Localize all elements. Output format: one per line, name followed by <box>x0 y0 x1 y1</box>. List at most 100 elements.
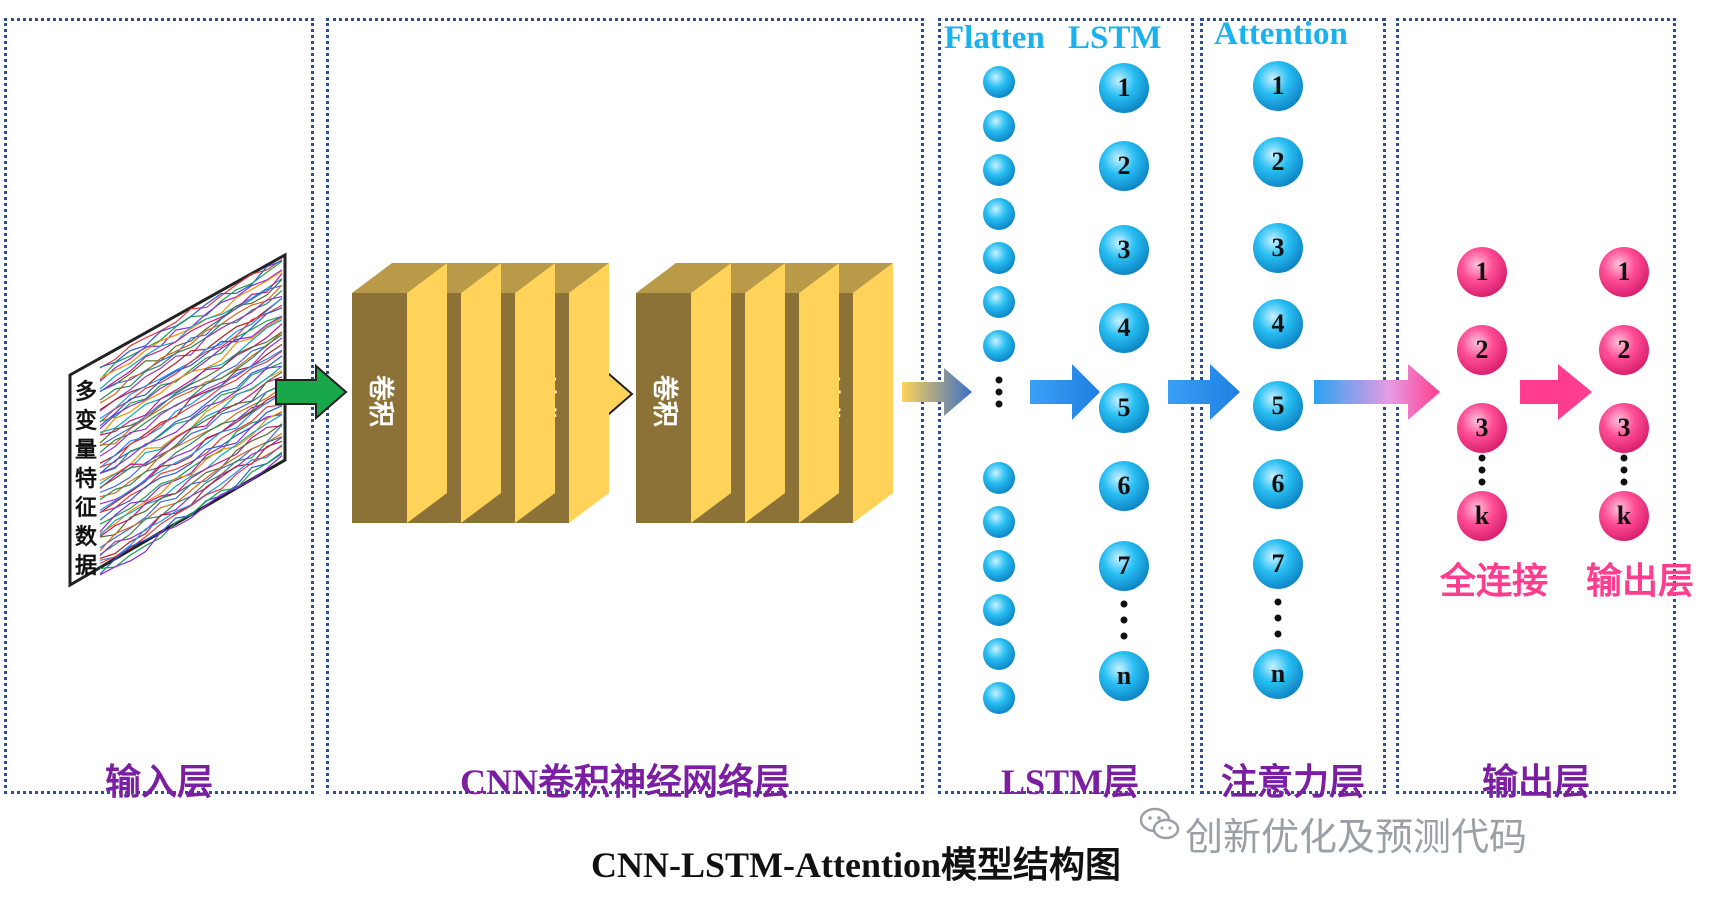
data-line <box>99 315 283 422</box>
flatten-to-lstm-arrow <box>1030 364 1100 420</box>
network-node: k <box>1599 491 1649 541</box>
node-label: 2 <box>1118 151 1131 180</box>
output-layer-panel: 输出层 <box>1396 18 1676 802</box>
network-node: 5 <box>1099 383 1149 433</box>
node-label: 2 <box>1476 335 1489 364</box>
data-line <box>99 295 283 412</box>
data-line <box>99 331 283 444</box>
node-label: 3 <box>1118 235 1131 264</box>
data-line <box>99 285 283 393</box>
network-node: 6 <box>1099 461 1149 511</box>
output-label: 输出层 <box>1586 561 1695 602</box>
attention-layer-label: 注意力层 <box>1220 762 1365 802</box>
input-layer-label: 输入层 <box>104 762 213 802</box>
cnn-block-label: 卷积 <box>365 375 395 427</box>
ellipsis-dot <box>1274 598 1282 606</box>
flatten-node <box>983 110 1015 142</box>
flatten-node <box>983 638 1015 670</box>
flatten-node <box>983 462 1015 494</box>
cnn-block-label: 卷积 <box>649 375 679 427</box>
cnn-block-group-1: 池化ReluBN卷积 <box>352 263 609 523</box>
network-node: 6 <box>1253 459 1303 509</box>
ellipsis-dot <box>995 400 1003 408</box>
input-label-char: 数 <box>74 525 97 550</box>
ellipsis-dot <box>1120 616 1128 624</box>
ellipsis-dot <box>1120 632 1128 640</box>
flatten-title: Flatten <box>944 20 1045 56</box>
network-node: n <box>1253 649 1303 699</box>
cnn-block-group-2: 池化ReluBN卷积 <box>636 263 893 523</box>
node-label: 5 <box>1118 393 1131 422</box>
green-arrow <box>275 363 348 421</box>
node-label: k <box>1617 501 1632 530</box>
data-line <box>99 445 283 564</box>
flatten-node <box>983 550 1015 582</box>
input-label-char: 征 <box>74 496 97 521</box>
data-line <box>99 414 283 536</box>
node-label: 6 <box>1118 471 1131 500</box>
data-line <box>99 304 283 423</box>
ellipsis-dot <box>1478 466 1486 474</box>
network-node: 3 <box>1457 403 1507 453</box>
data-line <box>99 393 283 511</box>
fc-label: 全连接 <box>1440 561 1549 602</box>
fc-nodes: 1 2 3 k <box>1457 247 1507 541</box>
network-node: n <box>1099 651 1149 701</box>
lstm-layer-panel: LSTM层 <box>938 18 1194 802</box>
node-label: 1 <box>1118 73 1131 102</box>
input-label-char: 变 <box>74 409 97 434</box>
data-line <box>99 453 283 575</box>
network-node: 2 <box>1253 137 1303 187</box>
node-label: 2 <box>1272 147 1285 176</box>
input-label-char: 量 <box>74 438 97 463</box>
ellipsis-dot <box>1478 454 1486 462</box>
data-line <box>99 334 283 453</box>
node-label: 4 <box>1272 309 1285 338</box>
input-data-sheet <box>68 252 287 588</box>
fc-to-output-arrow <box>1520 364 1592 420</box>
node-label: 3 <box>1618 413 1631 442</box>
lstm-title: LSTM <box>1068 20 1162 56</box>
data-line <box>99 284 283 404</box>
flatten-node <box>983 330 1015 362</box>
ellipsis-dot <box>1620 454 1628 462</box>
node-label: 1 <box>1272 71 1285 100</box>
input-label-char: 多 <box>74 380 97 405</box>
network-node: 7 <box>1253 539 1303 589</box>
network-node: 1 <box>1599 247 1649 297</box>
node-label: 5 <box>1272 391 1285 420</box>
data-line <box>99 455 283 576</box>
flatten-node <box>983 242 1015 274</box>
lstm-to-attention-arrow <box>1168 364 1240 420</box>
cnn-block: 卷积 <box>636 263 731 523</box>
data-line <box>99 350 283 468</box>
data-line <box>99 425 283 538</box>
node-label: 3 <box>1476 413 1489 442</box>
lstm-layer-label: LSTM层 <box>1001 762 1140 802</box>
network-node: 2 <box>1099 141 1149 191</box>
data-line <box>99 413 283 533</box>
data-line <box>99 349 283 469</box>
input-layer-panel: 输入层 <box>4 18 314 802</box>
input-label-char: 特 <box>74 467 97 492</box>
node-label: k <box>1475 501 1490 530</box>
network-node: 7 <box>1099 541 1149 591</box>
network-node: 1 <box>1457 247 1507 297</box>
node-label: n <box>1271 659 1286 688</box>
data-line <box>99 376 283 489</box>
network-node: 1 <box>1099 63 1149 113</box>
node-label: 7 <box>1118 551 1131 580</box>
node-label: 4 <box>1118 313 1131 342</box>
ellipsis-dot <box>1120 600 1128 608</box>
input-label-char: 据 <box>74 554 97 579</box>
ellipsis-dot <box>1478 478 1486 486</box>
node-label: 7 <box>1272 549 1285 578</box>
network-node: 3 <box>1253 223 1303 273</box>
data-line <box>99 404 283 513</box>
node-label: 6 <box>1272 469 1285 498</box>
data-line <box>99 289 283 401</box>
data-line <box>99 392 283 514</box>
data-line <box>99 270 283 380</box>
